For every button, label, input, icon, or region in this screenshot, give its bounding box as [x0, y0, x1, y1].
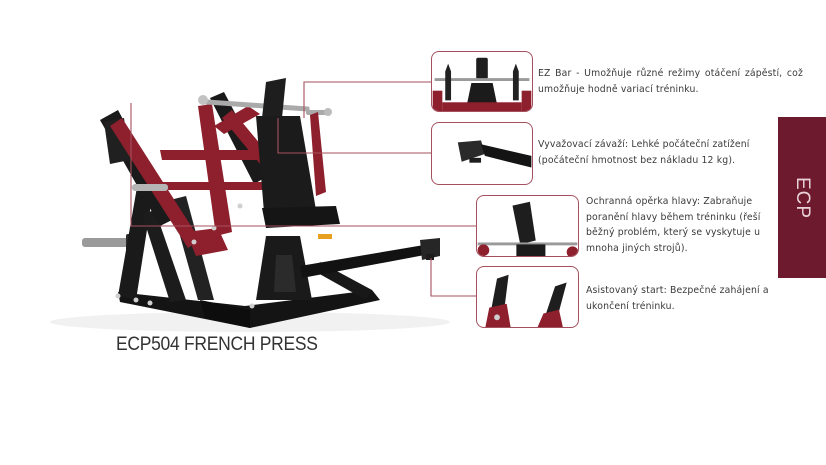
feature-text-headrest: Ochranná opěrka hlavy: Zabraňuje poraněn…	[586, 196, 761, 254]
headrest-image	[477, 201, 578, 256]
product-title: ECP504 FRENCH PRESS	[116, 334, 318, 355]
assisted-start-image	[485, 274, 567, 327]
side-banner-label: ECP	[792, 176, 813, 219]
ez-bar-image	[432, 57, 532, 111]
side-banner: ECP	[778, 117, 826, 278]
callout-lines	[130, 81, 478, 297]
feature-text-counterweight: Vyvažovací závaží: Lehké počáteční zatíž…	[538, 139, 750, 166]
feature-text-assisted-start: Asistovaný start: Bezpečné zahájení a uk…	[586, 285, 769, 312]
feature-thumbnail-ez-bar	[431, 51, 533, 112]
feature-thumbnail-headrest	[476, 195, 579, 257]
feature-thumbnail-assisted-start	[476, 266, 579, 328]
counterweight-image	[457, 140, 532, 168]
feature-thumbnail-counterweight	[431, 122, 533, 185]
feature-text-ez-bar: EZ Bar - Umožňuje různé režimy otáčení z…	[538, 68, 803, 95]
